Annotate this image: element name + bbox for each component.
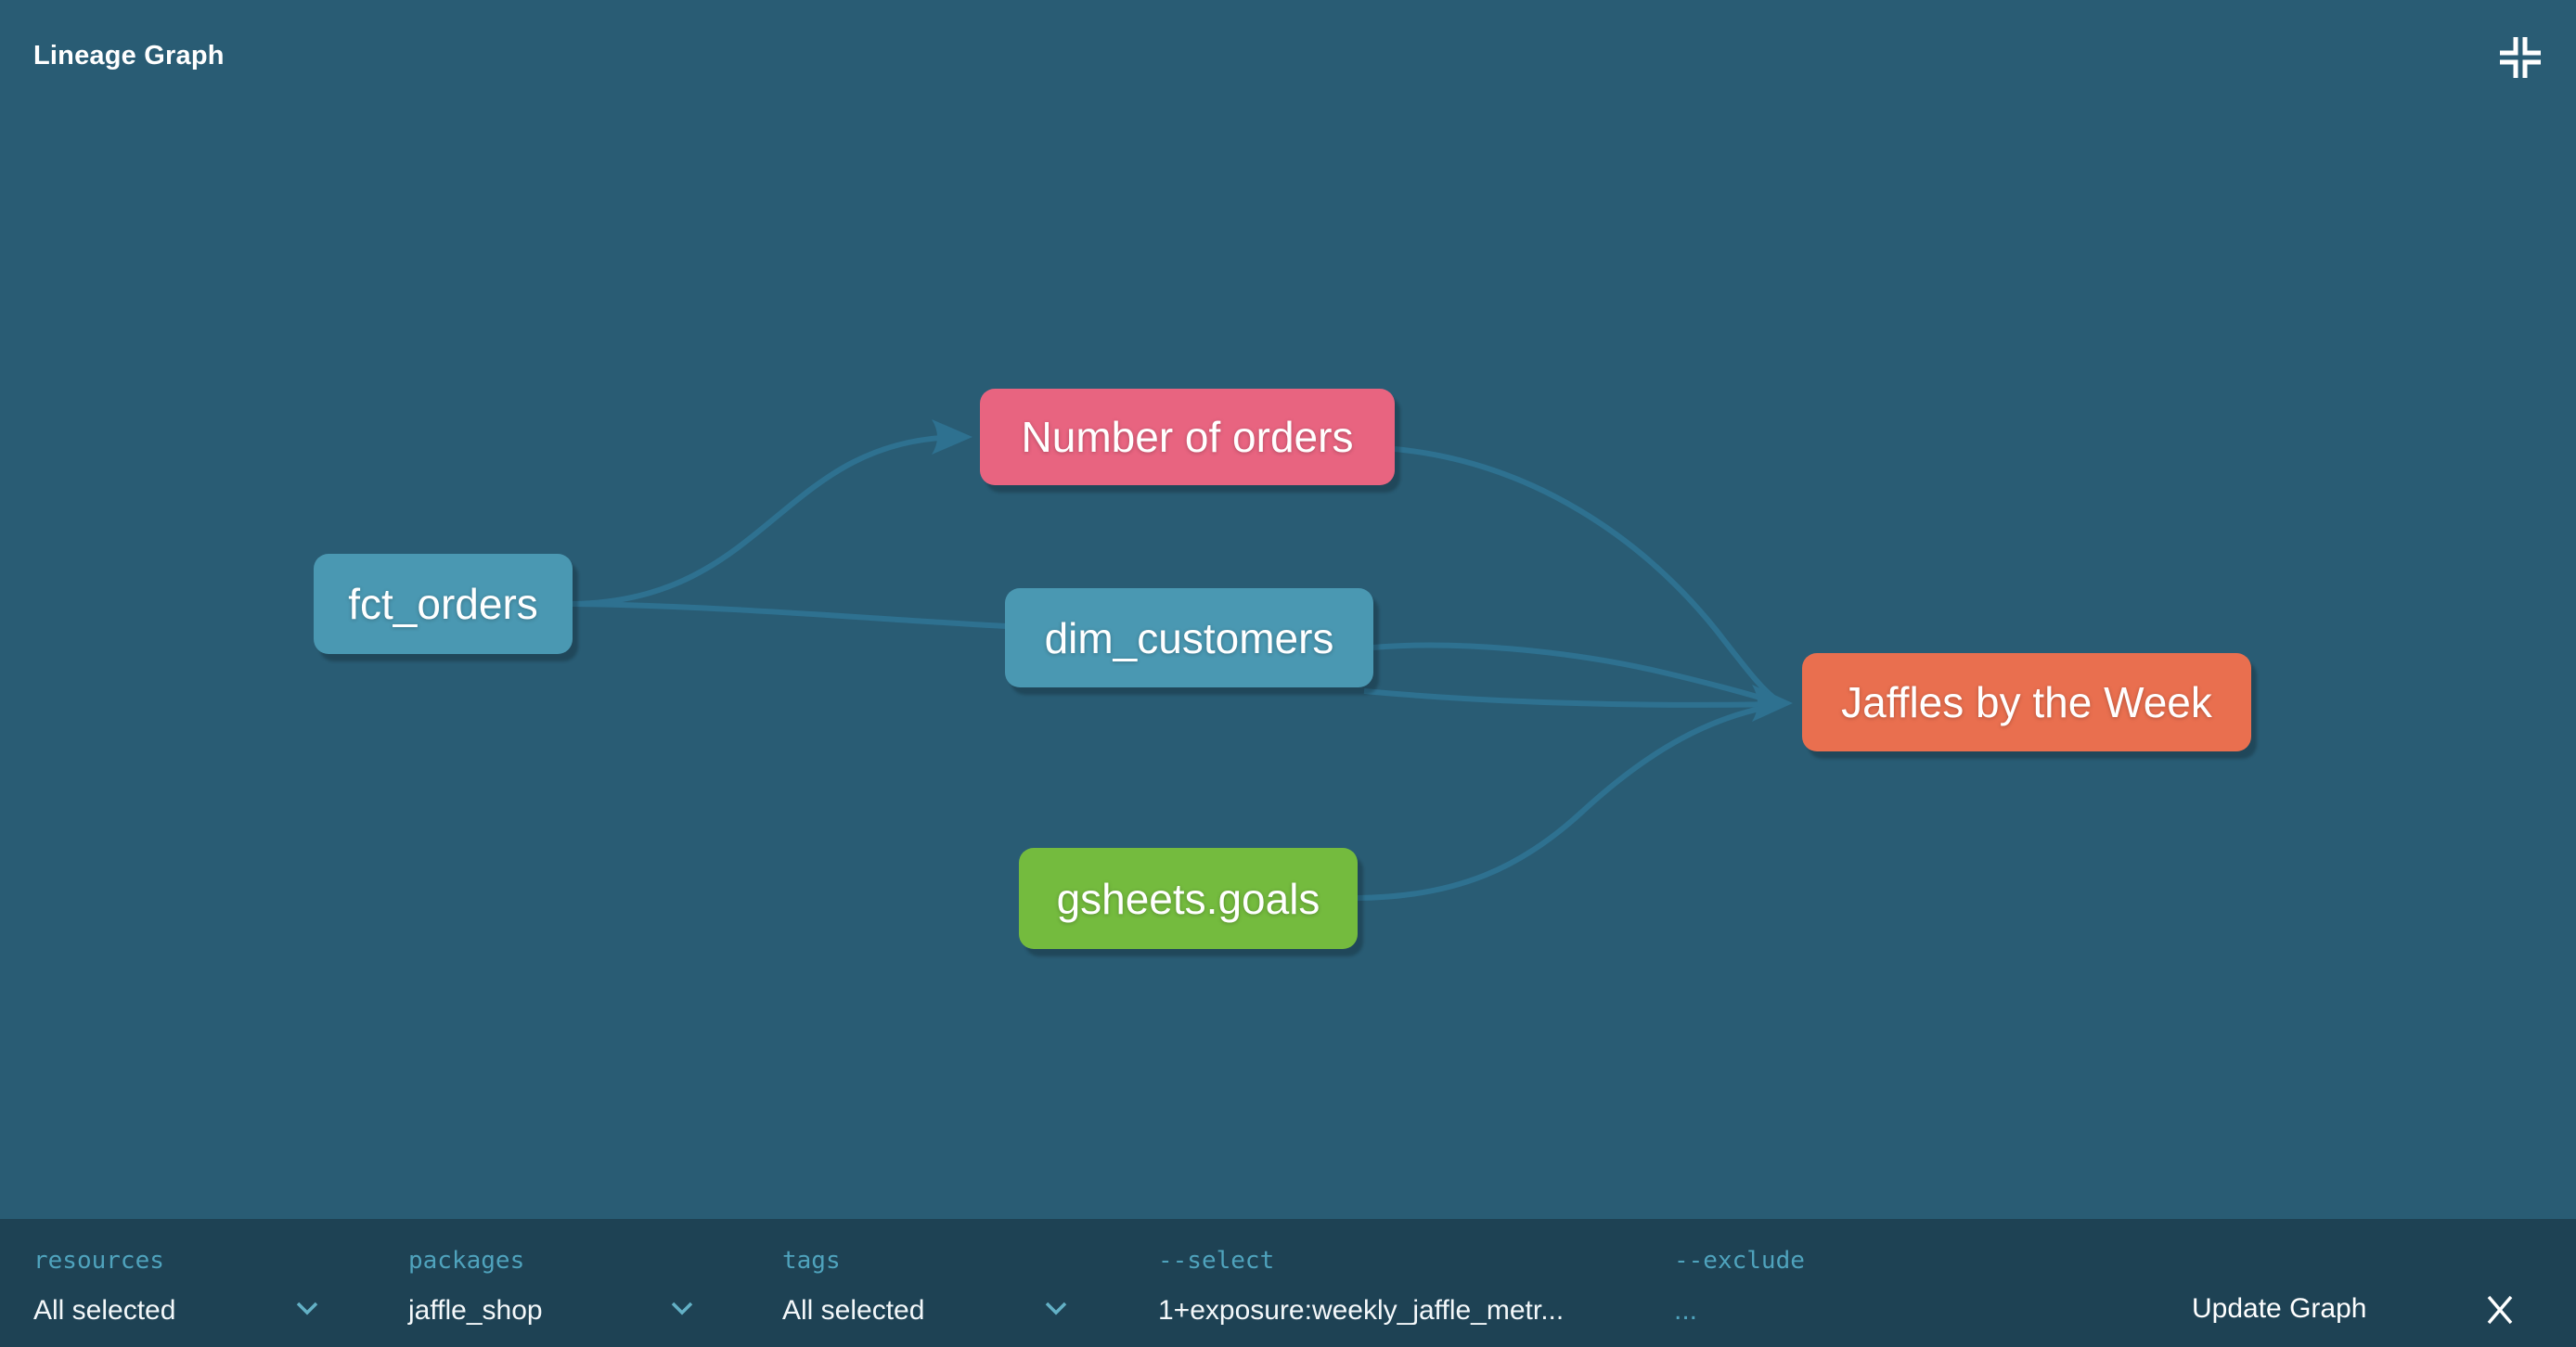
node-label: dim_customers [1044, 613, 1334, 662]
graph-node-gsheets-goals[interactable]: gsheets.goals [1019, 848, 1358, 949]
exclude-input[interactable]: ... [1674, 1295, 1698, 1326]
node-label: Number of orders [1021, 413, 1354, 461]
select-filter: --select 1+exposure:weekly_jaffle_metr..… [1158, 1219, 1604, 1347]
page-title: Lineage Graph [33, 41, 225, 71]
packages-filter-dropdown[interactable]: jaffle_shop [408, 1295, 543, 1326]
tags-filter: tags All selected [782, 1219, 1098, 1347]
chevron-down-icon[interactable] [295, 1301, 319, 1317]
resources-filter: resources All selected [33, 1219, 349, 1347]
graph-node-jaffles-by-the-week[interactable]: Jaffles by the Week [1802, 653, 2251, 751]
compress-icon-glyph [2500, 37, 2541, 78]
chevron-down-icon[interactable] [1044, 1301, 1068, 1317]
node-label: Jaffles by the Week [1841, 678, 2212, 726]
exclude-filter: --exclude ... [1674, 1219, 2064, 1347]
exclude-filter-label: --exclude [1674, 1247, 1805, 1275]
select-filter-label: --select [1158, 1247, 1275, 1275]
close-icon[interactable] [2481, 1291, 2518, 1328]
resources-filter-dropdown[interactable]: All selected [33, 1295, 176, 1326]
resources-filter-label: resources [33, 1247, 164, 1275]
packages-filter: packages jaffle_shop [408, 1219, 724, 1347]
update-graph-button[interactable]: Update Graph [2192, 1293, 2367, 1324]
chevron-down-icon[interactable] [670, 1301, 694, 1317]
graph-node-number-of-orders[interactable]: Number of orders [980, 389, 1395, 485]
graph-filter-toolbar: resources All selected packages jaffle_s… [0, 1219, 2576, 1347]
graph-node-fct-orders[interactable]: fct_orders [314, 554, 573, 654]
packages-filter-label: packages [408, 1247, 525, 1275]
close-icon-glyph [2487, 1295, 2513, 1325]
tags-filter-dropdown[interactable]: All selected [782, 1295, 925, 1326]
node-label: gsheets.goals [1056, 874, 1320, 923]
compress-icon[interactable] [2496, 33, 2544, 82]
node-label: fct_orders [348, 580, 538, 628]
graph-node-dim-customers[interactable]: dim_customers [1005, 588, 1373, 687]
tags-filter-label: tags [782, 1247, 841, 1275]
select-input[interactable]: 1+exposure:weekly_jaffle_metr... [1158, 1295, 1565, 1326]
